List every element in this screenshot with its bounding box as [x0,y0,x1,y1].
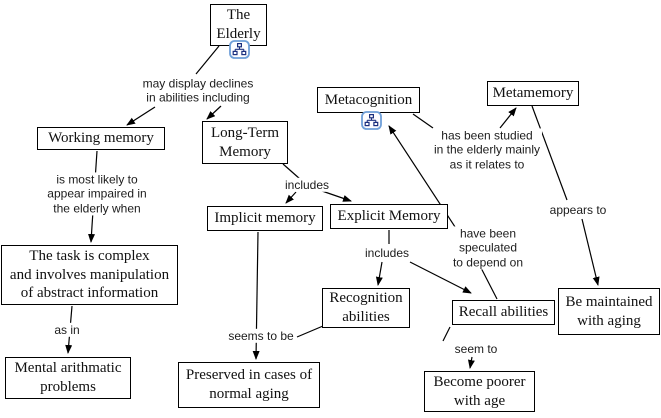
linking-phrase-includes-2[interactable]: includes [362,245,412,261]
edge-metamemory-to-appears-to[interactable] [531,105,568,201]
concept-recognition-abilities[interactable]: Recognition abilities [322,288,410,328]
concept-long-term-memory[interactable]: Long-Term Memory [202,121,288,164]
edge-includes-to-explicit[interactable] [321,190,352,202]
concept-metamemory[interactable]: Metamemory [487,81,579,106]
edge-metacognition-to-has-been[interactable] [412,113,434,129]
concept-mental-arithmatic[interactable]: Mental arithmatic problems [5,357,131,399]
edge-may-display-to-long-term[interactable] [206,105,222,120]
concept-working-memory[interactable]: Working memory [37,127,165,150]
edge-recall-to-seem-to[interactable] [442,326,451,342]
linking-phrase-is-most-likely[interactable]: is most likely to appear impaired in the… [45,172,149,216]
edge-may-display-to-working-memory[interactable] [126,106,156,126]
concept-become-poorer[interactable]: Become poorer with age [424,371,535,412]
concept-the-elderly[interactable]: The Elderly [210,4,267,46]
concept-task-complex[interactable]: The task is complex and involves manipul… [1,245,178,305]
concept-be-maintained[interactable]: Be maintained with aging [558,288,660,335]
linking-phrase-have-been-speculated[interactable]: have been speculated to depend on [450,226,526,270]
concept-implicit-memory[interactable]: Implicit memory [207,206,323,231]
edge-includes2-to-recall[interactable] [409,261,472,294]
concept-recall-abilities[interactable]: Recall abilities [452,300,555,325]
concept-preserved[interactable]: Preserved in cases of normal aging [178,362,320,408]
linking-phrase-may-display[interactable]: may display declines in abilities includ… [140,76,256,106]
linking-phrase-seem-to[interactable]: seem to [452,341,500,357]
linking-phrase-seems-to-be[interactable]: seems to be [226,328,296,344]
linked-cmap-icon-the-elderly[interactable] [229,40,250,59]
edge-long-term-to-includes[interactable] [282,163,301,180]
edge-has-been-to-metamemory[interactable] [499,107,517,129]
concept-explicit-memory[interactable]: Explicit Memory [330,204,448,229]
edge-includes2-to-recognition[interactable] [375,261,383,286]
edge-appears-to-to-maintained[interactable] [581,218,600,286]
linking-phrase-has-been-studied[interactable]: has been studied in the elderly mainly a… [431,128,543,172]
linked-cmap-icon-metacognition[interactable] [361,111,382,130]
linking-phrase-includes-1[interactable]: includes [282,177,332,193]
linking-phrase-appears-to[interactable]: appears to [547,202,609,218]
edge-elderly-to-may-display[interactable] [195,45,220,75]
edge-recognition-to-seems-to-be[interactable] [296,325,324,338]
linking-phrase-as-in[interactable]: as in [52,322,82,338]
edge-seem-to-to-become-poorer[interactable] [467,356,475,369]
concept-metacognition[interactable]: Metacognition [317,87,420,113]
edge-includes-to-implicit[interactable] [285,191,297,204]
